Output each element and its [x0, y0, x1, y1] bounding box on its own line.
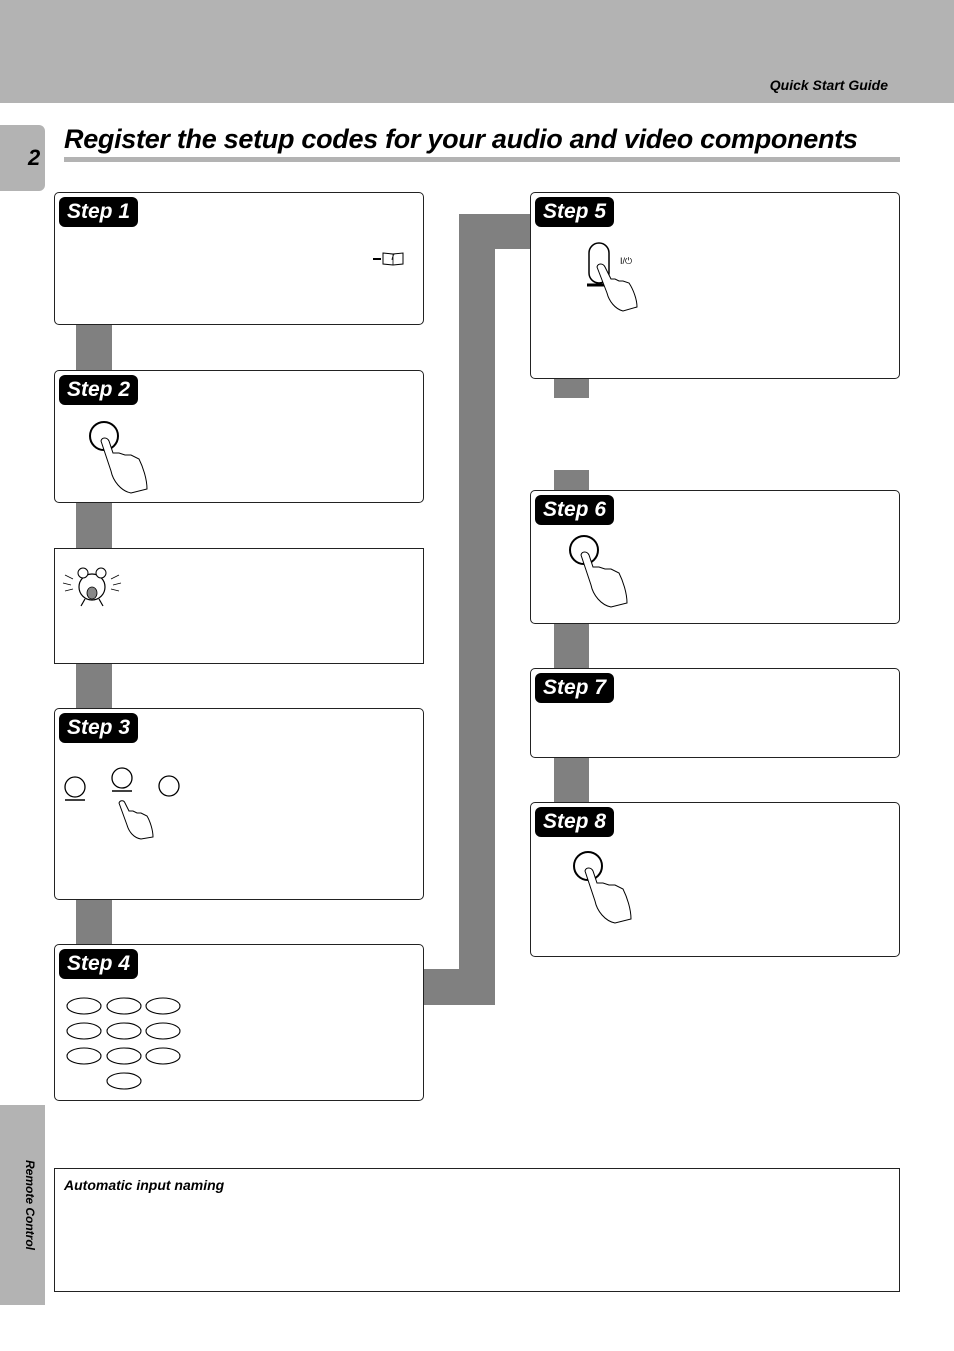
connector-bar: [459, 214, 531, 249]
step-7-badge: Step 7: [535, 673, 615, 703]
note-box: Automatic input naming: [54, 1168, 900, 1292]
step-5-box: Step 5 I/⏻: [530, 192, 900, 379]
connector-bar: [554, 623, 589, 668]
button-press-icon: [569, 535, 628, 608]
button-press-icon: [573, 851, 632, 924]
connector-bar: [459, 214, 495, 1005]
step-5-badge: Step 5: [535, 197, 615, 227]
step-2-badge: Step 2: [59, 375, 139, 405]
side-tab-label: Remote Control: [23, 1160, 37, 1250]
step-1-box: Step 1 7: [54, 192, 424, 325]
step-1-badge: Step 1: [59, 197, 139, 227]
connector-bar: [554, 470, 589, 490]
header-band: [0, 0, 954, 103]
caution-box: [54, 548, 424, 664]
header-label: Quick Start Guide: [769, 77, 888, 93]
page-tab: [0, 125, 45, 191]
power-button-icon[interactable]: [587, 241, 647, 315]
step-4-badge: Step 4: [59, 949, 139, 979]
connector-bar: [76, 663, 112, 708]
connector-bar: [76, 899, 112, 944]
power-label: I/⏻: [620, 256, 633, 266]
book-icon: [373, 252, 404, 266]
page-title: Register the setup codes for your audio …: [64, 124, 858, 154]
title-rule: [64, 157, 900, 162]
step-4-box: Step 4: [54, 944, 424, 1101]
connector-bar: [554, 378, 589, 398]
connector-bar: [76, 325, 112, 370]
step-8-badge: Step 8: [535, 807, 615, 837]
side-tab: [0, 1105, 45, 1305]
step-3-badge: Step 3: [59, 713, 139, 743]
page-ref: 7: [390, 252, 396, 262]
step-6-badge: Step 6: [535, 495, 615, 525]
alarm-clock-icon: [62, 567, 122, 607]
step-6-box: Step 6: [530, 490, 900, 624]
button-press-icon: [89, 421, 148, 494]
note-title: Automatic input naming: [64, 1177, 225, 1193]
step-8-box: Step 8: [530, 802, 900, 957]
step-3-box: Step 3: [54, 708, 424, 900]
numeric-keypad-icon[interactable]: [66, 996, 182, 1092]
device-buttons-icon: [64, 767, 180, 840]
step-2-box: Step 2: [54, 370, 424, 503]
step-7-box: Step 7: [530, 668, 900, 758]
page-number: 2: [28, 145, 41, 170]
connector-bar: [554, 757, 589, 802]
connector-bar: [76, 503, 112, 548]
